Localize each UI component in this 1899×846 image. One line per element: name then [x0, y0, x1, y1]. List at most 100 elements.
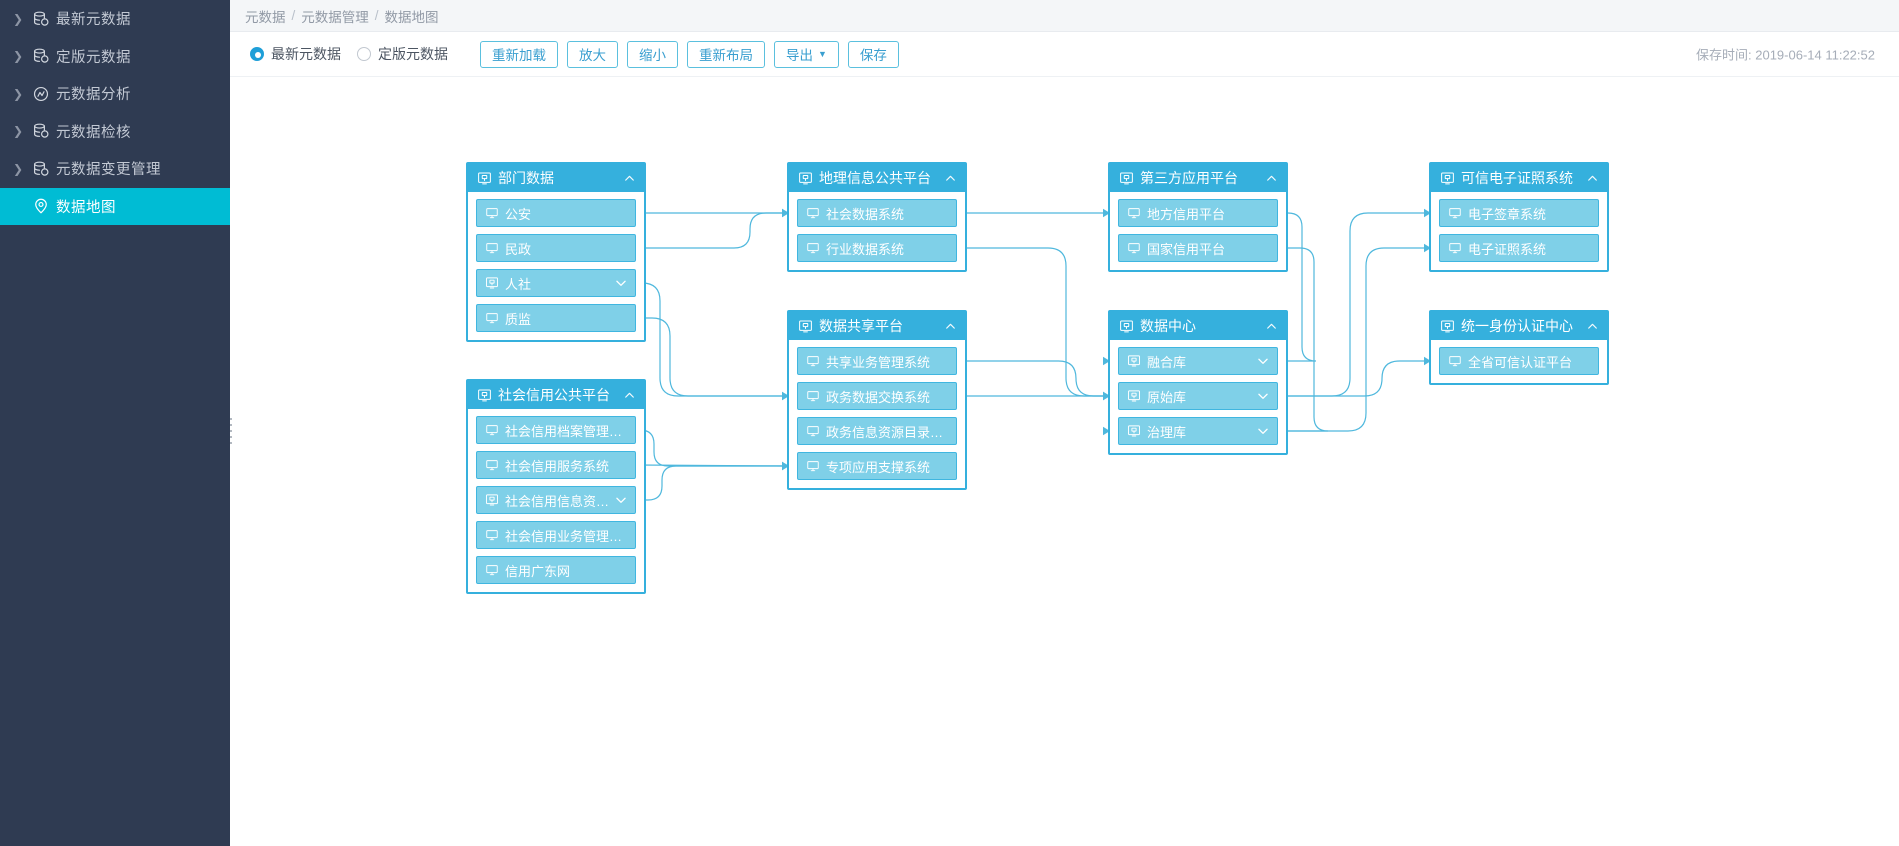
monitor-icon: [485, 241, 499, 255]
node-label: 社会信用服务系统: [505, 458, 610, 474]
group-header-cert[interactable]: 可信电子证照系统: [1431, 164, 1607, 192]
chevron-down-icon[interactable]: [1256, 389, 1270, 403]
node-dept-0[interactable]: 公安: [476, 199, 636, 227]
group-header-share[interactable]: 数据共享平台: [789, 312, 965, 340]
monitor-box-icon: [477, 388, 492, 403]
group-title: 可信电子证照系统: [1461, 170, 1573, 186]
toolbar-button-3[interactable]: 重新布局: [687, 40, 765, 68]
breadcrumb-item-2[interactable]: 数据地图: [384, 9, 439, 25]
node-share-2[interactable]: 政务信息资源目录系统: [797, 417, 957, 445]
toolbar-button-2[interactable]: 缩小: [627, 40, 678, 68]
toolbar-button-1[interactable]: 放大: [567, 40, 618, 68]
sidebar-item-2[interactable]: ❯元数据分析: [0, 75, 230, 113]
radio-option-0[interactable]: 最新元数据: [250, 44, 341, 64]
node-label: 社会数据系统: [826, 206, 905, 222]
chevron-down-icon[interactable]: [1256, 354, 1270, 368]
sidebar-item-5[interactable]: 数据地图: [0, 187, 230, 225]
node-datacenter-1[interactable]: 原始库: [1118, 382, 1278, 410]
chevron-down-icon[interactable]: [1256, 424, 1270, 438]
group-header-credit[interactable]: 社会信用公共平台: [468, 381, 644, 409]
chevron-up-icon[interactable]: [1586, 172, 1599, 185]
node-geo-0[interactable]: 社会数据系统: [797, 199, 957, 227]
node-cert-1[interactable]: 电子证照系统: [1439, 234, 1599, 262]
group-title: 社会信用公共平台: [498, 387, 610, 403]
node-dept-2[interactable]: 人社: [476, 269, 636, 297]
group-dept[interactable]: 部门数据公安民政人社质监: [466, 162, 646, 342]
sidebar-item-3[interactable]: ❯元数据检核: [0, 113, 230, 151]
sidebar-item-label: 元数据变更管理: [56, 162, 161, 179]
group-title: 第三方应用平台: [1140, 170, 1238, 186]
monitor-icon: [485, 528, 499, 542]
chevron-up-icon[interactable]: [623, 389, 636, 402]
chevron-up-icon[interactable]: [1586, 320, 1599, 333]
node-credit-2[interactable]: 社会信用信息资源库: [476, 486, 636, 514]
group-cert[interactable]: 可信电子证照系统电子签章系统电子证照系统: [1429, 162, 1609, 272]
chevron-up-icon[interactable]: [1265, 320, 1278, 333]
toolbar-button-5[interactable]: 保存: [847, 40, 899, 68]
chevron-right-icon: ❯: [12, 49, 24, 64]
node-credit-0[interactable]: 社会信用档案管理系统: [476, 416, 636, 444]
group-auth[interactable]: 统一身份认证中心全省可信认证平台: [1429, 310, 1609, 385]
chevron-up-icon[interactable]: [1265, 172, 1278, 185]
sidebar-item-4[interactable]: ❯元数据变更管理: [0, 150, 230, 188]
toolbar-button-label: 保存: [859, 48, 887, 63]
group-share[interactable]: 数据共享平台共享业务管理系统政务数据交换系统政务信息资源目录系统专项应用支撑系统: [787, 310, 967, 490]
node-credit-4[interactable]: 信用广东网: [476, 556, 636, 584]
chevron-up-icon[interactable]: [944, 172, 957, 185]
toolbar-button-label: 放大: [579, 48, 606, 63]
monitor-box-icon: [485, 493, 499, 507]
node-credit-1[interactable]: 社会信用服务系统: [476, 451, 636, 479]
node-credit-3[interactable]: 社会信用业务管理系统: [476, 521, 636, 549]
node-thirdparty-0[interactable]: 地方信用平台: [1118, 199, 1278, 227]
node-label: 民政: [505, 241, 532, 257]
db-change-icon: [26, 160, 56, 178]
breadcrumb-item-1[interactable]: 元数据管理: [301, 9, 369, 25]
node-label: 政务信息资源目录系统: [826, 424, 949, 440]
group-header-thirdparty[interactable]: 第三方应用平台: [1110, 164, 1286, 192]
chevron-up-icon[interactable]: [944, 320, 957, 333]
node-share-0[interactable]: 共享业务管理系统: [797, 347, 957, 375]
node-label: 社会信用业务管理系统: [505, 528, 628, 544]
node-share-3[interactable]: 专项应用支撑系统: [797, 452, 957, 480]
sidebar-item-1[interactable]: ❯定版元数据: [0, 38, 230, 76]
node-datacenter-0[interactable]: 融合库: [1118, 347, 1278, 375]
group-header-auth[interactable]: 统一身份认证中心: [1431, 312, 1607, 340]
sidebar-item-0[interactable]: ❯ 最新元数据: [0, 0, 230, 38]
chevron-down-icon[interactable]: [614, 276, 628, 290]
group-header-dept[interactable]: 部门数据: [468, 164, 644, 192]
radio-option-1[interactable]: 定版元数据: [357, 44, 448, 64]
group-header-geo[interactable]: 地理信息公共平台: [789, 164, 965, 192]
chevron-right-icon: ❯: [12, 86, 24, 101]
sidebar: ❯最新元数据❯定版元数据❯元数据分析❯元数据检核❯元数据变更管理数据地图: [0, 0, 230, 846]
group-geo[interactable]: 地理信息公共平台社会数据系统行业数据系统: [787, 162, 967, 272]
node-label: 融合库: [1147, 354, 1187, 370]
toolbar-button-4[interactable]: 导出▼: [774, 40, 839, 68]
node-share-1[interactable]: 政务数据交换系统: [797, 382, 957, 410]
node-dept-3[interactable]: 质监: [476, 304, 636, 332]
db-check-icon: [26, 47, 56, 65]
chevron-up-icon[interactable]: [623, 172, 636, 185]
chevron-right-icon: ❯: [12, 11, 24, 26]
group-datacenter[interactable]: 数据中心融合库原始库治理库: [1108, 310, 1288, 455]
sidebar-item-label: 最新元数据: [56, 12, 131, 29]
group-credit[interactable]: 社会信用公共平台社会信用档案管理系统社会信用服务系统社会信用信息资源库社会信用业…: [466, 379, 646, 594]
save-time-label: 保存时间: 2019-06-14 11:22:52: [1696, 47, 1875, 63]
node-dept-1[interactable]: 民政: [476, 234, 636, 262]
sidebar-item-label: 数据地图: [56, 199, 116, 216]
group-header-datacenter[interactable]: 数据中心: [1110, 312, 1286, 340]
node-cert-0[interactable]: 电子签章系统: [1439, 199, 1599, 227]
breadcrumb-item-0[interactable]: 元数据: [245, 9, 286, 25]
sidebar-resize-handle[interactable]: [228, 418, 234, 444]
chevron-down-icon: ▼: [818, 49, 827, 59]
graph-canvas[interactable]: 部门数据公安民政人社质监社会信用公共平台社会信用档案管理系统社会信用服务系统社会…: [230, 77, 1899, 845]
chevron-down-icon[interactable]: [614, 493, 628, 507]
node-label: 共享业务管理系统: [826, 354, 931, 370]
node-datacenter-2[interactable]: 治理库: [1118, 417, 1278, 445]
radio-label: 定版元数据: [378, 46, 448, 62]
node-label: 地方信用平台: [1147, 206, 1226, 222]
group-thirdparty[interactable]: 第三方应用平台地方信用平台国家信用平台: [1108, 162, 1288, 272]
node-geo-1[interactable]: 行业数据系统: [797, 234, 957, 262]
toolbar-button-0[interactable]: 重新加载: [480, 40, 558, 68]
node-auth-0[interactable]: 全省可信认证平台: [1439, 347, 1599, 375]
node-thirdparty-1[interactable]: 国家信用平台: [1118, 234, 1278, 262]
